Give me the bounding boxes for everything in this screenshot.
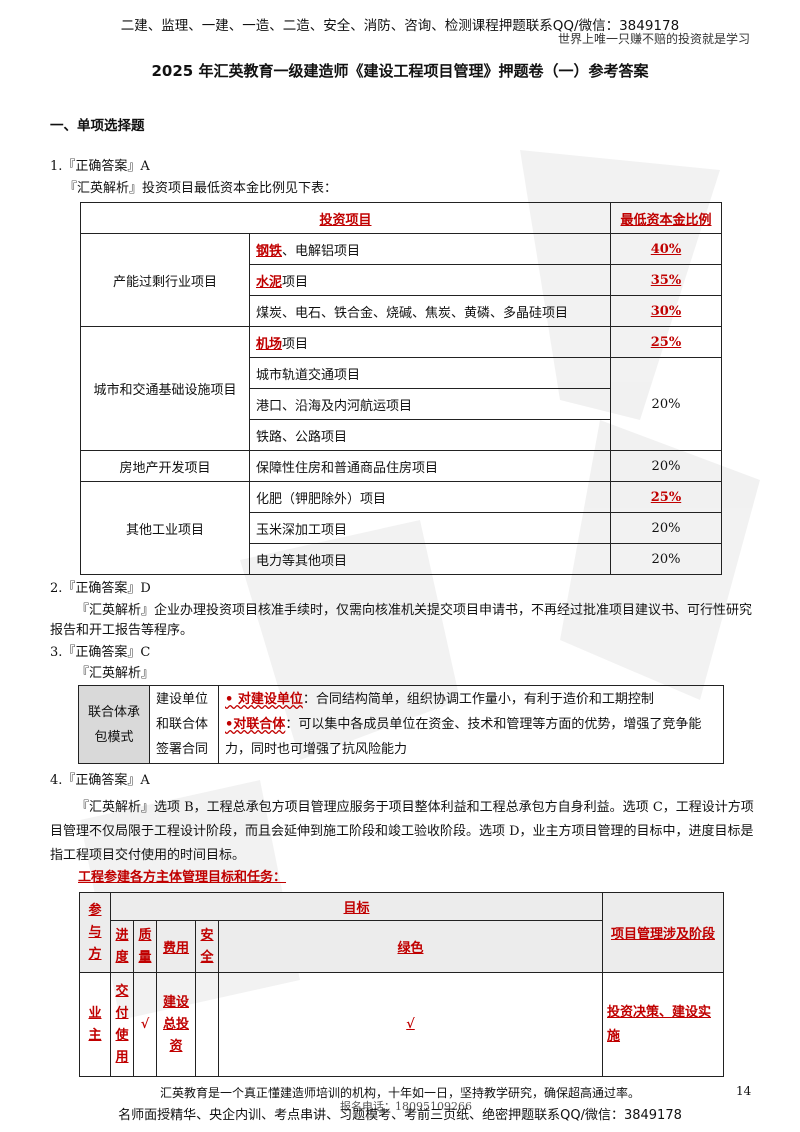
footer-phone: 报名电话：18095109266 <box>340 1100 472 1113</box>
col-green: 绿色 <box>218 920 603 973</box>
goal-header: 目标 <box>110 892 603 921</box>
party-header: 参与方 <box>79 892 111 973</box>
ratio-cell: 20% <box>610 543 722 575</box>
section-heading: 一、单项选择题 <box>50 118 145 134</box>
quality-cell: √ <box>133 972 157 1077</box>
col-header-ratio: 最低资本金比例 <box>610 202 722 234</box>
project-cell: 铁路、公路项目 <box>249 419 611 451</box>
stage-cell: 投资决策、建设实施 <box>602 972 724 1077</box>
ratio-cell: 40% <box>610 233 722 265</box>
q4-analysis: 『汇英解析』选项 B，工程总承包方项目管理应服务于项目整体利益和工程总承包方自身… <box>50 800 754 863</box>
stage-header: 项目管理涉及阶段 <box>602 892 724 973</box>
header-promo: 二建、监理、一建、一造、二造、安全、消防、咨询、检测课程押题联系QQ/微信：38… <box>120 18 680 34</box>
q3-answer: 3.『正确答案』C <box>50 645 151 660</box>
col-progress: 进度 <box>110 920 134 973</box>
advantage-1-text: ：合同结构简单，组织协调工作量小，有利于造价和工期控制 <box>302 692 654 707</box>
party-cell: 业主 <box>79 972 111 1077</box>
col-header-project: 投资项目 <box>80 202 611 234</box>
q4-table-title: 工程参建各方主体管理目标和任务： <box>78 870 287 885</box>
ratio-cell: 35% <box>610 264 722 296</box>
q1-analysis: 『汇英解析』投资项目最低资本金比例见下表： <box>64 181 338 196</box>
project-cell: 港口、沿海及内河航运项目 <box>249 388 611 420</box>
green-cell: √ <box>218 972 603 1077</box>
advantage-1-head: • 对建设单位 <box>225 692 303 707</box>
safety-cell <box>195 972 219 1077</box>
category-cell: 城市和交通基础设施项目 <box>80 326 250 451</box>
project-cell: 化肥（钾肥除外）项目 <box>249 481 611 513</box>
q2-answer: 2.『正确答案』D <box>50 581 151 596</box>
col-quality: 质量 <box>133 920 157 973</box>
party-goals-table: 参与方 目标 项目管理涉及阶段 进度 质量 费用 安全 绿色 业主 交付使用 √… <box>79 892 724 1077</box>
project-cell: 电力等其他项目 <box>249 543 611 575</box>
page-title: 2025 年汇英教育一级建造师《建设工程项目管理》押题卷（一）参考答案 <box>151 62 649 80</box>
project-cell: 钢铁、电解铝项目 <box>249 233 611 265</box>
project-cell: 水泥项目 <box>249 264 611 296</box>
header-slogan: 世界上唯一只赚不赔的投资就是学习 <box>557 32 750 46</box>
project-cell: 煤炭、电石、铁合金、烧碱、焦炭、黄磷、多晶硅项目 <box>249 295 611 327</box>
capital-ratio-table: 投资项目 最低资本金比例 产能过剩行业项目 钢铁、电解铝项目 40% 水泥项目 … <box>80 202 722 575</box>
project-cell: 玉米深加工项目 <box>249 512 611 544</box>
ratio-cell: 25% <box>610 481 722 513</box>
category-cell: 其他工业项目 <box>80 481 250 575</box>
ratio-cell: 25% <box>610 326 722 358</box>
category-cell: 产能过剩行业项目 <box>80 233 250 327</box>
category-cell: 房地产开发项目 <box>80 450 250 482</box>
project-cell: 城市轨道交通项目 <box>249 357 611 389</box>
advantage-2-head: •对联合体 <box>225 717 286 732</box>
cost-cell: 建设总投资 <box>156 972 196 1077</box>
ratio-cell: 30% <box>610 295 722 327</box>
project-cell: 保障性住房和普通商品住房项目 <box>249 450 611 482</box>
ratio-cell: 20% <box>610 450 722 482</box>
footer-promo: 名师面授精华、央企内训、考点串讲、习题模考、考前三页纸、绝密押题联系QQ/微信：… <box>118 1108 682 1123</box>
q3-analysis: 『汇英解析』 <box>76 666 155 681</box>
ratio-cell: 20% <box>610 512 722 544</box>
q4-answer: 4.『正确答案』A <box>50 773 150 788</box>
q2-analysis: 『汇英解析』企业办理投资项目核准手续时，仅需向核准机关提交项目申请书，不再经过批… <box>50 603 753 638</box>
page-number: 14 <box>736 1084 752 1098</box>
ratio-cell: 20% <box>610 357 722 451</box>
project-cell: 机场项目 <box>249 326 611 358</box>
footer-slogan: 汇英教育是一个真正懂建造师培训的机构，十年如一日，坚持教学研究，确保超高通过率。 <box>159 1086 640 1100</box>
advantage-2-text: ：可以集中各成员单位在资金、技术和管理等方面的优势，增强了竞争能力，同时也可增强… <box>225 717 702 757</box>
contract-cell: 建设单位和联合体签署合同 <box>149 685 219 764</box>
progress-cell: 交付使用 <box>110 972 134 1077</box>
col-cost: 费用 <box>156 920 196 973</box>
q1-answer: 1.『正确答案』A <box>50 159 150 174</box>
col-safety: 安全 <box>195 920 219 973</box>
advantage-cell: • 对建设单位：合同结构简单，组织协调工作量小，有利于造价和工期控制 •对联合体… <box>218 685 724 764</box>
mode-label-cell: 联合体承包模式 <box>78 685 150 764</box>
joint-venture-table: 联合体承包模式 建设单位和联合体签署合同 • 对建设单位：合同结构简单，组织协调… <box>78 685 724 764</box>
